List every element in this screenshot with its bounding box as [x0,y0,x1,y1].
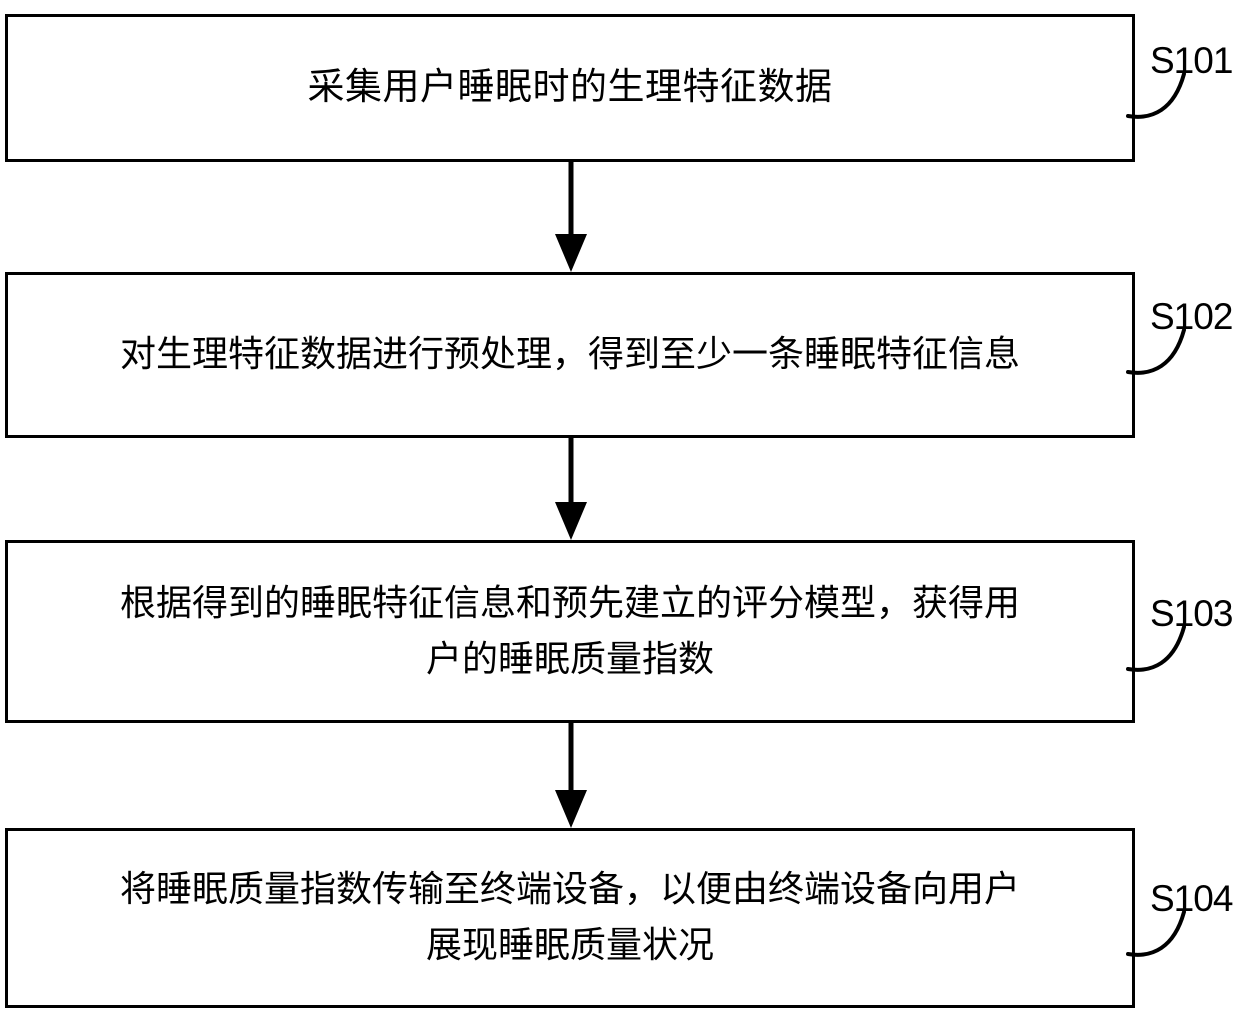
process-box-s102-text: 对生理特征数据进行预处理，得到至少一条睡眠特征信息 [119,334,1020,375]
process-box-s104-text: 将睡眠质量指数传输至终端设备，以便由终端设备向用户 展现睡眠质量状况 [119,869,1020,965]
step-label-s104: S104 [1150,878,1233,919]
step-label-s103: S103 [1150,593,1233,634]
process-box-s104: 将睡眠质量指数传输至终端设备，以便由终端设备向用户 展现睡眠质量状况 [5,828,1135,1008]
process-box-s103-text: 根据得到的睡眠特征信息和预先建立的评分模型，获得用 户的睡眠质量指数 [119,582,1020,679]
process-box-s101-text: 采集用户睡眠时的生理特征数据 [307,67,833,109]
step-label-s101: S101 [1150,40,1233,81]
process-box-s102: 对生理特征数据进行预处理，得到至少一条睡眠特征信息 [5,272,1135,438]
connector-arrow-s102-s103 [555,438,587,540]
process-box-s101: 采集用户睡眠时的生理特征数据 [5,14,1135,162]
process-box-s103: 根据得到的睡眠特征信息和预先建立的评分模型，获得用 户的睡眠质量指数 [5,540,1135,723]
step-label-s102: S102 [1150,296,1233,337]
connector-arrow-s101-s102 [555,162,587,272]
connector-arrow-s103-s104 [555,723,587,828]
